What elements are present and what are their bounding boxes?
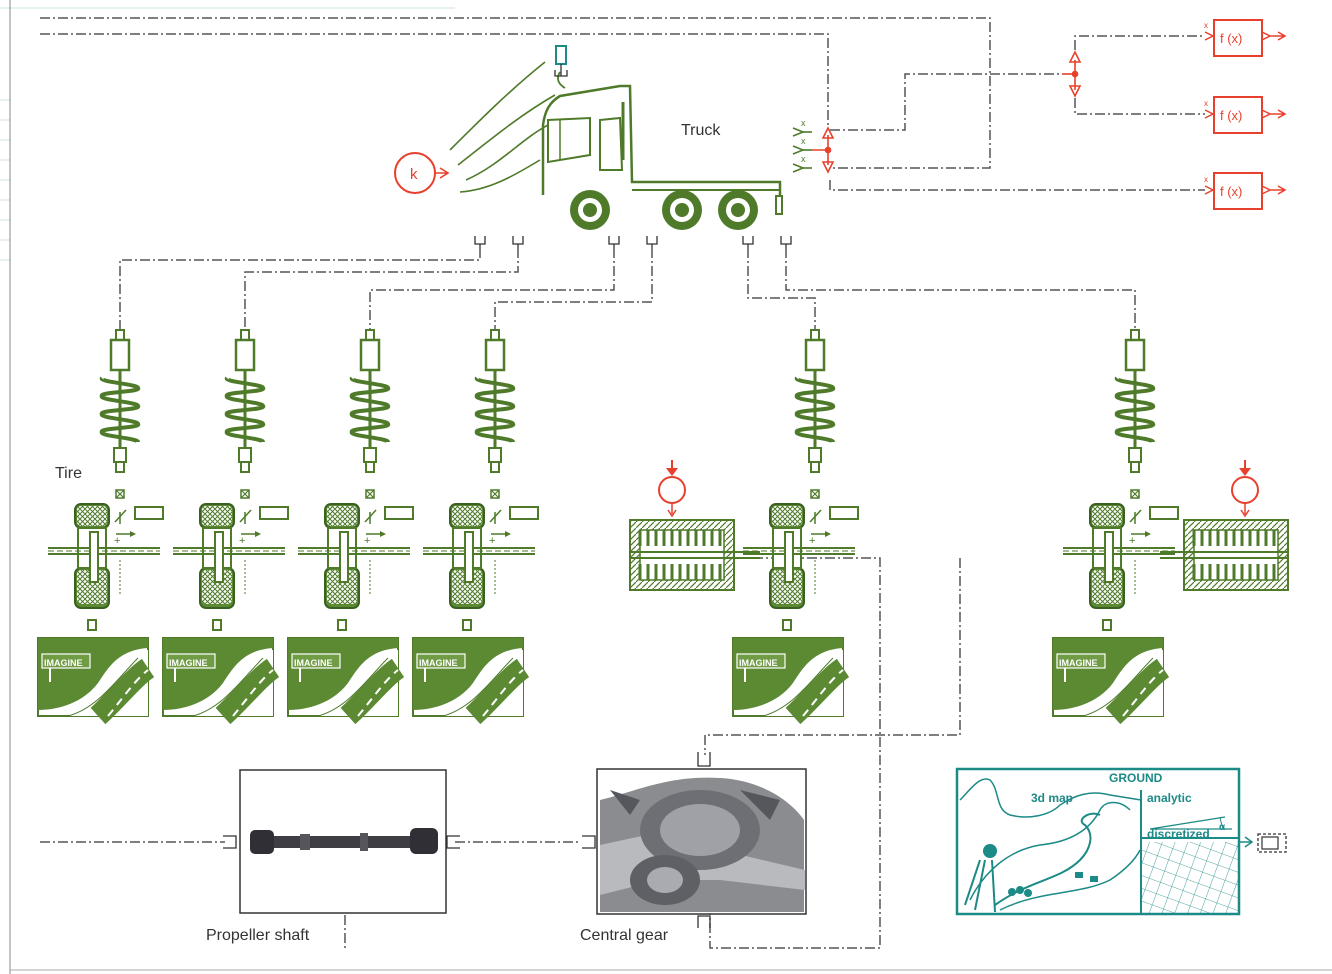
svg-text:x: x [1204, 99, 1208, 108]
brake-block-left[interactable] [630, 460, 760, 590]
road-badge: IMAGINE [739, 658, 778, 668]
brake-block-right[interactable] [1160, 460, 1288, 590]
function-block-3[interactable]: x f (x) [1204, 173, 1285, 209]
truck-output-x-marks: xxx [801, 118, 806, 164]
ground-title: GROUND [1109, 771, 1163, 785]
central-gear-label: Central gear [580, 927, 668, 945]
svg-text:x: x [1204, 21, 1208, 30]
suspension-strut[interactable] [477, 330, 514, 498]
ground-3d-map-label: 3d map [1031, 791, 1073, 805]
wheel-icon[interactable] [173, 504, 288, 608]
ground-analytic-label: analytic [1147, 791, 1192, 805]
signal-splitter [812, 128, 833, 172]
svg-text:x: x [1204, 175, 1208, 184]
source-k-label: k [410, 166, 418, 183]
road-badge: IMAGINE [169, 658, 208, 668]
road-icon[interactable] [413, 638, 523, 716]
road-badge: IMAGINE [44, 658, 83, 668]
function-block-1[interactable]: x f (x) [1204, 20, 1285, 56]
propeller-shaft-photo[interactable] [223, 770, 460, 913]
suspension-strut[interactable] [797, 330, 834, 498]
wheel-icon[interactable] [48, 504, 163, 608]
wheel-icon[interactable] [423, 504, 538, 608]
road-badge: IMAGINE [294, 658, 333, 668]
road-badge: IMAGINE [1059, 658, 1098, 668]
function-block-label: f (x) [1220, 31, 1242, 46]
road-icon[interactable] [1053, 638, 1163, 716]
road-icon[interactable] [38, 638, 148, 716]
road-badge: IMAGINE [419, 658, 458, 668]
suspension-strut[interactable] [102, 330, 139, 498]
function-block-2[interactable]: x f (x) [1204, 97, 1285, 133]
function-block-label: f (x) [1220, 108, 1242, 123]
ground-map-icon[interactable]: GROUND 3d map analytic α discretized [957, 769, 1286, 914]
tire-label: Tire [55, 465, 82, 483]
road-icon[interactable] [733, 638, 843, 716]
wheel-icon[interactable] [1063, 504, 1178, 608]
wheel-road-connectors [88, 620, 1111, 630]
truck-output-ports[interactable] [793, 128, 812, 172]
function-splitter [1062, 52, 1080, 96]
truck-label: Truck [681, 122, 720, 140]
wheel-icon[interactable] [743, 504, 858, 608]
wheel-icon[interactable] [298, 504, 413, 608]
road-icon[interactable] [163, 638, 273, 716]
svg-text:x: x [801, 154, 806, 164]
suspension-strut[interactable] [227, 330, 264, 498]
road-icon[interactable] [288, 638, 398, 716]
truck-top-port[interactable] [555, 46, 567, 76]
function-block-label: f (x) [1220, 184, 1242, 199]
truck-wheels [570, 190, 758, 230]
ground-discretized-label: discretized [1147, 827, 1210, 841]
ground-alpha-label: α [1219, 822, 1226, 833]
source-k[interactable]: k [395, 153, 448, 193]
svg-text:x: x [801, 118, 806, 128]
airflow-lines [450, 62, 555, 192]
truck-ports[interactable] [475, 236, 791, 248]
suspension-strut[interactable] [352, 330, 389, 498]
suspension-strut[interactable] [1117, 330, 1154, 498]
axle-gear-photo[interactable] [582, 752, 806, 928]
propeller-shaft-label: Propeller shaft [206, 927, 309, 945]
svg-text:x: x [801, 136, 806, 146]
